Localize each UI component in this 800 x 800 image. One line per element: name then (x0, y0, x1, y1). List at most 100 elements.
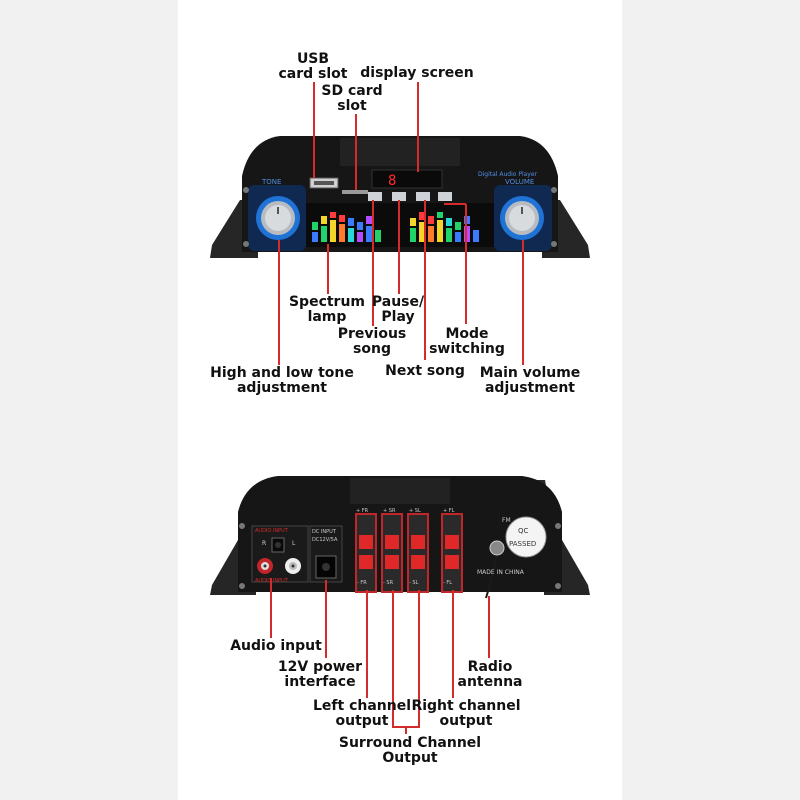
previous-song-line1: Previous (337, 326, 407, 342)
leader-surround-down (405, 726, 407, 734)
high-low-tone-label: High and low tone adjustment (210, 366, 354, 396)
main-volume-line2: adjustment (484, 380, 575, 396)
audio-input-top-text: AUDIO INPUT (255, 528, 289, 534)
main-volume-line1: Main volume (479, 365, 581, 381)
leader-surround-sl (418, 590, 420, 726)
tone-text: TONE (261, 178, 281, 186)
rca-white-jack[interactable] (285, 558, 301, 574)
leader-previous (372, 200, 374, 326)
pause-play-line1: Pause/ (371, 294, 425, 310)
leader-mode-h (444, 203, 466, 205)
dc-power-jack[interactable] (315, 555, 337, 579)
right-channel-label: Right channel output (411, 699, 520, 729)
sl-neg-text: - SL (409, 580, 419, 586)
leader-antenna (488, 596, 490, 658)
aux-jack[interactable] (271, 537, 285, 553)
leader-mode (465, 204, 467, 324)
sl-pos-text: + SL (409, 508, 421, 514)
power-interface-line1: 12V power (277, 659, 363, 675)
fl-pos-text: + FL (443, 508, 455, 514)
spectrum-lamp-panel (306, 203, 494, 247)
spectrum-bars (312, 212, 479, 242)
sd-slot[interactable] (342, 190, 368, 194)
leader-volume (522, 240, 524, 365)
left-channel-line1: Left channel (312, 698, 412, 714)
leader-left-channel (366, 590, 368, 698)
fr-pos-text: + FR (356, 508, 369, 514)
fl-neg-text: - FL (443, 580, 452, 586)
surround-channel-line2: Output (382, 750, 438, 766)
previous-song-label: Previous song (338, 327, 407, 357)
speaker-terminal-fl[interactable] (441, 513, 463, 593)
leader-pause (398, 200, 400, 294)
made-in-china-text: MADE IN CHINA (477, 569, 525, 576)
pause-play-button[interactable] (392, 192, 406, 201)
sd-card-slot-label: SD card slot (321, 84, 382, 114)
right-channel-line1: Right channel (411, 698, 521, 714)
leader-spectrum (327, 244, 329, 294)
leader-power (325, 580, 327, 658)
right-channel-line2: output (439, 713, 493, 729)
volume-text: VOLUME (505, 178, 534, 186)
usb-card-slot-line2: card slot (278, 66, 348, 82)
dc-input-text: DC INPUT (312, 529, 337, 535)
leader-sd (355, 114, 357, 190)
leader-surround-sr (392, 590, 394, 726)
display-screen (371, 169, 443, 189)
left-channel-line2: output (335, 713, 389, 729)
qc-passed-sticker: QC PASSED (505, 516, 547, 558)
spectrum-lamp-line2: lamp (307, 309, 347, 325)
volume-knob[interactable] (500, 196, 544, 240)
radio-antenna-line2: antenna (457, 674, 523, 690)
high-low-tone-line1: High and low tone (210, 365, 354, 381)
passed-text: PASSED (509, 540, 536, 548)
mode-button[interactable] (438, 192, 452, 201)
mode-switching-line1: Mode (445, 326, 489, 342)
rca-red-jack[interactable] (257, 558, 273, 574)
tone-knob[interactable] (256, 196, 300, 240)
power-interface-label: 12V power interface (278, 660, 362, 690)
leader-tone (278, 240, 280, 365)
mode-switching-label: Mode switching (429, 327, 505, 357)
previous-button[interactable] (368, 192, 382, 201)
fm-text: FM (502, 517, 511, 524)
pause-play-label: Pause/ Play (372, 295, 424, 325)
power-interface-line2: interface (284, 674, 356, 690)
audio-input-plate (251, 525, 309, 583)
sr-pos-text: + SR (383, 508, 396, 514)
fr-neg-text: - FR (357, 580, 367, 586)
leader-next (424, 200, 426, 360)
next-song-label: Next song (385, 364, 465, 379)
next-song-text: Next song (385, 363, 465, 379)
usb-card-slot-line1: USB (296, 51, 330, 67)
main-volume-label: Main volume adjustment (480, 366, 581, 396)
antenna-connector[interactable] (485, 540, 505, 599)
dc-spec-text: DC12V/5A (312, 537, 338, 543)
mode-switching-line2: switching (429, 341, 505, 357)
display-digit: 8 (388, 173, 396, 189)
leader-right-channel (452, 590, 454, 698)
surround-channel-line1: Surround Channel (338, 735, 482, 751)
high-low-tone-line2: adjustment (236, 380, 327, 396)
audio-input-label: Audio input (230, 639, 322, 654)
next-button[interactable] (416, 192, 430, 201)
radio-antenna-line1: Radio (467, 659, 513, 675)
usb-card-slot-label: USB card slot (279, 52, 348, 82)
spectrum-lamp-line1: Spectrum (288, 294, 366, 310)
leader-audio-input (270, 578, 272, 638)
display-screen-text: display screen (360, 65, 474, 81)
audio-input-text: Audio input (230, 638, 322, 654)
left-channel-label: Left channel output (313, 699, 411, 729)
previous-song-line2: song (353, 341, 391, 357)
pause-play-line2: Play (381, 309, 415, 325)
radio-antenna-label: Radio antenna (458, 660, 523, 690)
display-screen-label: display screen (360, 66, 473, 81)
brand-text: Digital Audio Player (478, 171, 538, 178)
r-text: R (262, 540, 266, 547)
surround-channel-label: Surround Channel Output (339, 736, 481, 766)
leader-usb (313, 82, 315, 178)
l-text: L (292, 540, 296, 547)
qc-text: QC (518, 527, 529, 535)
sd-card-slot-line2: slot (337, 98, 367, 114)
